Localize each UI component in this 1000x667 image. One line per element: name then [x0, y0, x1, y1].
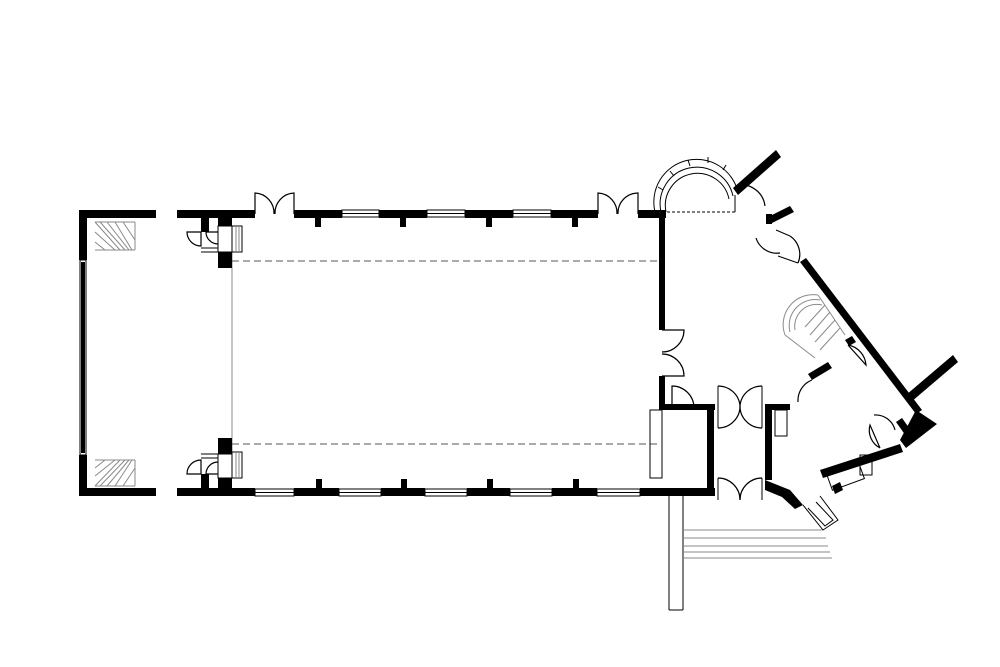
- southeast-rooms: [649, 385, 715, 496]
- east-diagonal-wall: [800, 258, 922, 414]
- southeast-diagonal-wall: [820, 444, 903, 478]
- south-wall-segment-b: [294, 488, 339, 496]
- entrance-doors: [717, 385, 788, 501]
- stair-northwest: [94, 221, 136, 251]
- south-wall-east: [640, 488, 715, 496]
- north-wall-east: [638, 210, 666, 218]
- east-wing-walls: [733, 150, 958, 509]
- north-alcove: [186, 218, 243, 268]
- south-alcove: [186, 438, 243, 488]
- cabinet: [649, 409, 663, 479]
- hall-east-wall-lower: [659, 376, 665, 410]
- west-window-mullion: [81, 262, 85, 453]
- west-wall-upper: [79, 210, 87, 260]
- north-wall-west: [79, 210, 156, 218]
- north-door-east: [597, 192, 639, 215]
- bay-window: [653, 157, 739, 213]
- west-stairs: [94, 221, 136, 487]
- exterior-steps: [668, 495, 839, 611]
- north-wall-segment-a: [177, 210, 255, 218]
- stair-southwest: [94, 459, 136, 487]
- north-wall-segment-c: [379, 210, 427, 218]
- north-wall-segment-d: [465, 210, 513, 218]
- northeast-door: [737, 179, 801, 264]
- west-wall-lower: [79, 455, 87, 496]
- south-wall-segment-d: [467, 488, 510, 496]
- north-wall-segment-b: [294, 210, 342, 218]
- hall-east-wall-upper: [659, 210, 665, 330]
- south-wall-west: [79, 488, 156, 496]
- hall-east-door: [661, 329, 685, 377]
- south-wall-segment-e: [552, 488, 597, 496]
- north-wall-segment-e: [551, 210, 598, 218]
- south-wall-segment-c: [381, 488, 425, 496]
- main-hall-walls: [79, 209, 715, 497]
- lobby-stair: [782, 294, 867, 403]
- south-wall-segment-a: [177, 488, 255, 496]
- northeast-spur: [733, 150, 781, 195]
- east-small-rooms: [824, 414, 912, 494]
- north-door-west: [254, 192, 295, 215]
- east-spur: [906, 355, 958, 402]
